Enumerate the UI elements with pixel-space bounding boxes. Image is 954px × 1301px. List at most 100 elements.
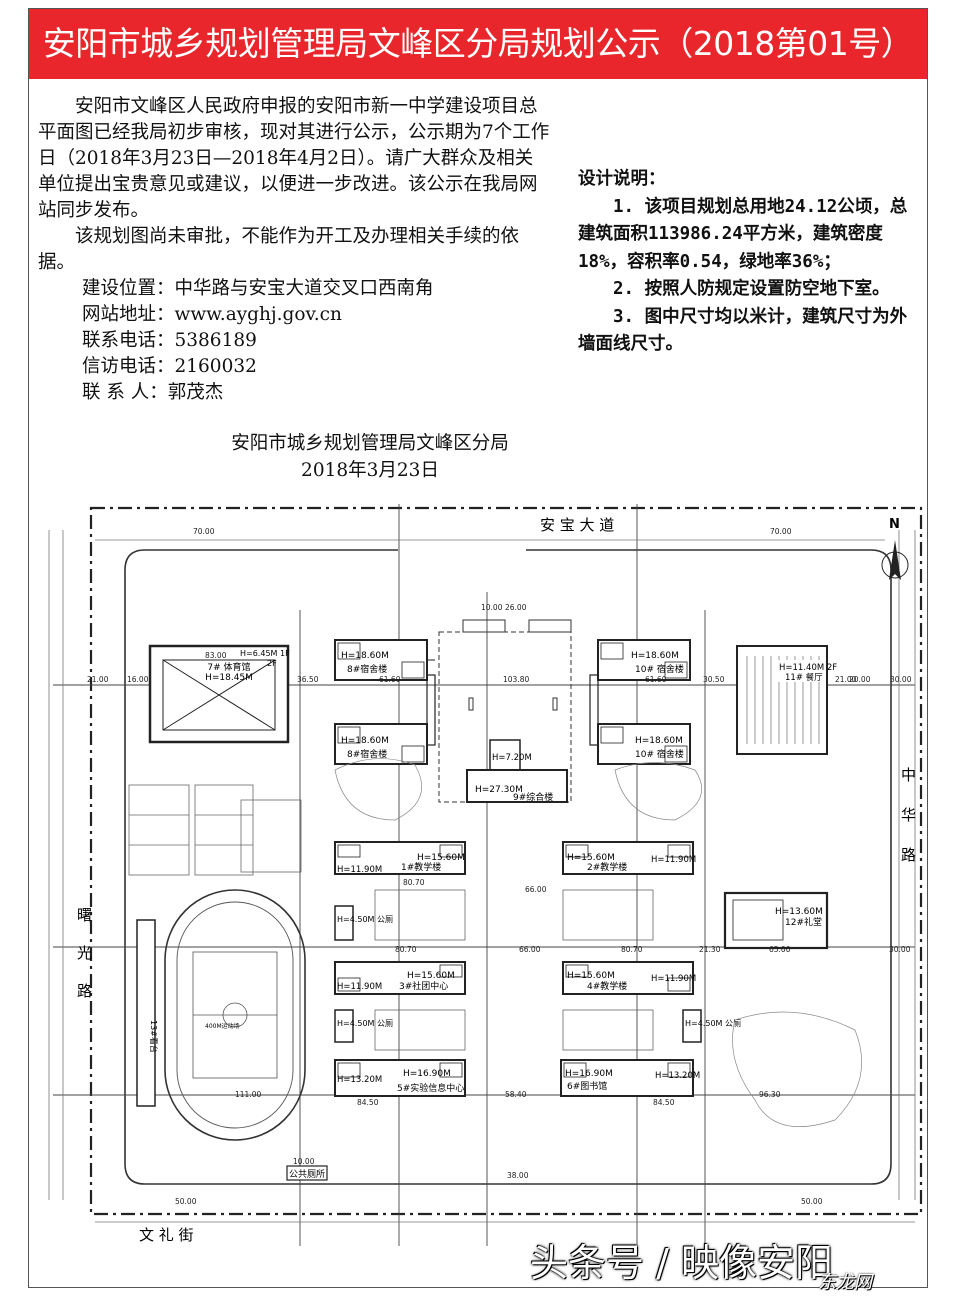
svg-text:80.70: 80.70 — [621, 945, 643, 954]
building-teaching-1: H=15.60M 1#教学楼 H=11.90M — [334, 841, 466, 875]
canteen-label: 11# 餐厅 — [785, 673, 823, 683]
svg-text:10.00: 10.00 — [293, 1157, 315, 1166]
road-label-north: 安 宝 大 道 — [540, 516, 614, 534]
building-dorm-10-north: H=18.60M 10# 宿舍楼 — [597, 639, 691, 681]
svg-text:84.50: 84.50 — [357, 1098, 379, 1107]
watermark-site: 东龙网 — [818, 1272, 872, 1293]
building-gym: 7# 体育馆 H=18.45M H=6.45M 1F 2F — [148, 644, 290, 744]
building-complex: H=7.20M H=27.30M 9#综合楼 — [466, 739, 568, 803]
dorm10b-height: H=18.60M — [635, 736, 683, 746]
svg-text:16.00: 16.00 — [127, 675, 149, 684]
track-label: 400M运动场 — [205, 1022, 240, 1030]
road-label-east-3: 路 — [901, 846, 916, 864]
hall-height: H=13.60M — [775, 907, 823, 917]
library-label: 6#图书馆 — [567, 1080, 607, 1092]
building-library: H=16.90M 6#图书馆 H=13.20M — [560, 1059, 700, 1097]
lab-label: 5#实验信息中心 — [397, 1082, 464, 1094]
club-label: 3#社团中心 — [399, 980, 448, 992]
gym-floors: 2F — [267, 659, 277, 668]
dorm8b-height: H=18.60M — [341, 736, 389, 746]
svg-text:61.60: 61.60 — [379, 675, 401, 684]
road-edges — [48, 530, 916, 1223]
teach1-height-low: H=11.90M — [337, 865, 382, 875]
dimension-labels: 70.00 70.00 21.00 16.00 36.50 61.60 103.… — [87, 527, 912, 1206]
canteen-height: H=11.40M 2F — [779, 663, 837, 673]
property-line — [89, 506, 923, 1216]
road-label-east-1: 中 — [901, 766, 916, 784]
road-label-west-1: 曙 — [77, 906, 92, 924]
svg-text:21.00: 21.00 — [87, 675, 109, 684]
stand-label: 13#看台 — [149, 1020, 159, 1053]
teach2-height: H=15.60M — [567, 853, 615, 863]
road-label-west-2: 光 — [77, 944, 92, 962]
svg-text:30.00: 30.00 — [890, 675, 912, 684]
teach2-height-low: H=11.90M — [651, 855, 696, 865]
svg-text:84.50: 84.50 — [653, 1098, 675, 1107]
dorm10b-label: 10# 宿舍楼 — [635, 748, 684, 760]
building-dorm-8-south: H=18.60M 8#宿舍楼 — [334, 723, 428, 765]
notice-title-banner: 安阳市城乡规划管理局文峰区分局规划公示（2018第01号） — [29, 9, 927, 79]
site-boundary — [124, 549, 892, 1185]
road-label-west-3: 路 — [77, 982, 92, 1000]
teach1-height: H=15.60M — [417, 853, 465, 863]
building-teaching-4: H=15.60M 4#教学楼 H=11.90M — [562, 961, 696, 995]
watermark-text: 头条号 / 映像安阳 — [530, 1241, 833, 1285]
complex-label: 9#综合楼 — [513, 791, 553, 803]
courts — [128, 784, 302, 876]
site-plan-drawing: 7# 体育馆 H=18.45M H=6.45M 1F 2F H=18.60M 8… — [48, 504, 923, 1246]
design-notes-title: 设计说明： — [578, 169, 666, 189]
complex-height: H=27.30M — [475, 785, 523, 795]
road-label-east-2: 华 — [901, 806, 916, 824]
contact-person: 联 系 人：郭茂杰 — [82, 382, 224, 403]
building-canteen: H=11.40M 2F 11# 餐厅 — [736, 645, 837, 755]
lab-height: H=16.90M — [403, 1069, 451, 1079]
library-height: H=16.90M — [565, 1069, 613, 1079]
north-label: N — [889, 517, 900, 532]
website-address[interactable]: 网站地址：www.ayghj.gov.cn — [82, 304, 342, 325]
hall-label: 12#礼堂 — [785, 916, 822, 928]
page-frame — [28, 8, 928, 1288]
east-landscape — [334, 758, 862, 1127]
svg-text:103.80: 103.80 — [503, 675, 529, 684]
dorm8a-height: H=18.60M — [341, 651, 389, 661]
signature-date: 2018年3月23日 — [301, 460, 439, 481]
svg-text:21.00: 21.00 — [835, 675, 857, 684]
teach4-height: H=15.60M — [567, 971, 615, 981]
dorm10a-label: 10# 宿舍楼 — [635, 663, 684, 675]
gym-height-2: H=6.45M 1F — [240, 649, 290, 658]
toilet-b: H=4.50M 公厕 — [337, 1019, 393, 1028]
svg-text:30.50: 30.50 — [703, 675, 725, 684]
building-dorm-10-south: H=18.60M 10# 宿舍楼 — [597, 723, 691, 765]
complex-height-low: H=7.20M — [492, 753, 532, 763]
building-club-center: H=15.60M 3#社团中心 H=11.90M — [334, 961, 466, 995]
svg-text:38.00: 38.00 — [507, 1171, 529, 1180]
svg-text:66.00: 66.00 — [525, 885, 547, 894]
svg-text:80.70: 80.70 — [403, 878, 425, 887]
dorm8b-label: 8#宿舍楼 — [347, 748, 387, 760]
building-lab-center: H=16.90M 5#实验信息中心 H=13.20M — [334, 1059, 466, 1097]
svg-text:96.30: 96.30 — [759, 1090, 781, 1099]
building-dorm-8-north: H=18.60M 8#宿舍楼 — [334, 639, 428, 681]
svg-text:80.70: 80.70 — [395, 945, 417, 954]
library-height-low: H=13.20M — [655, 1071, 700, 1081]
club-height-low: H=11.90M — [337, 982, 382, 992]
toilet-a: H=4.50M 公厕 — [337, 915, 393, 924]
north-arrow-icon: N — [881, 517, 909, 580]
building-teaching-2: H=15.60M 2#教学楼 H=11.90M — [562, 841, 696, 875]
dorm8a-label: 8#宿舍楼 — [347, 663, 387, 675]
svg-text:20.00: 20.00 — [849, 675, 871, 684]
svg-text:66.00: 66.00 — [519, 945, 541, 954]
svg-text:111.00: 111.00 — [235, 1090, 261, 1099]
contact-info: 建设位置：中华路与安宝大道交叉口西南角 网站地址：www.ayghj.gov.c… — [82, 276, 434, 406]
svg-text:36.50: 36.50 — [297, 675, 319, 684]
lab-height-low: H=13.20M — [337, 1075, 382, 1085]
notice-body: 安阳市文峰区人民政府申报的安阳市新一中学建设项目总平面图已经我局初步审核，现对其… — [38, 94, 550, 276]
toilet-c: H=4.50M 公厕 — [685, 1019, 741, 1028]
build-location: 建设位置：中华路与安宝大道交叉口西南角 — [82, 278, 434, 299]
club-height: H=15.60M — [407, 971, 455, 981]
signature-org: 安阳市城乡规划管理局文峰区分局 — [231, 433, 509, 454]
teach1-label: 1#教学楼 — [401, 861, 441, 873]
road-label-south: 文 礼 街 — [139, 1226, 194, 1244]
svg-text:83.00: 83.00 — [205, 651, 227, 660]
